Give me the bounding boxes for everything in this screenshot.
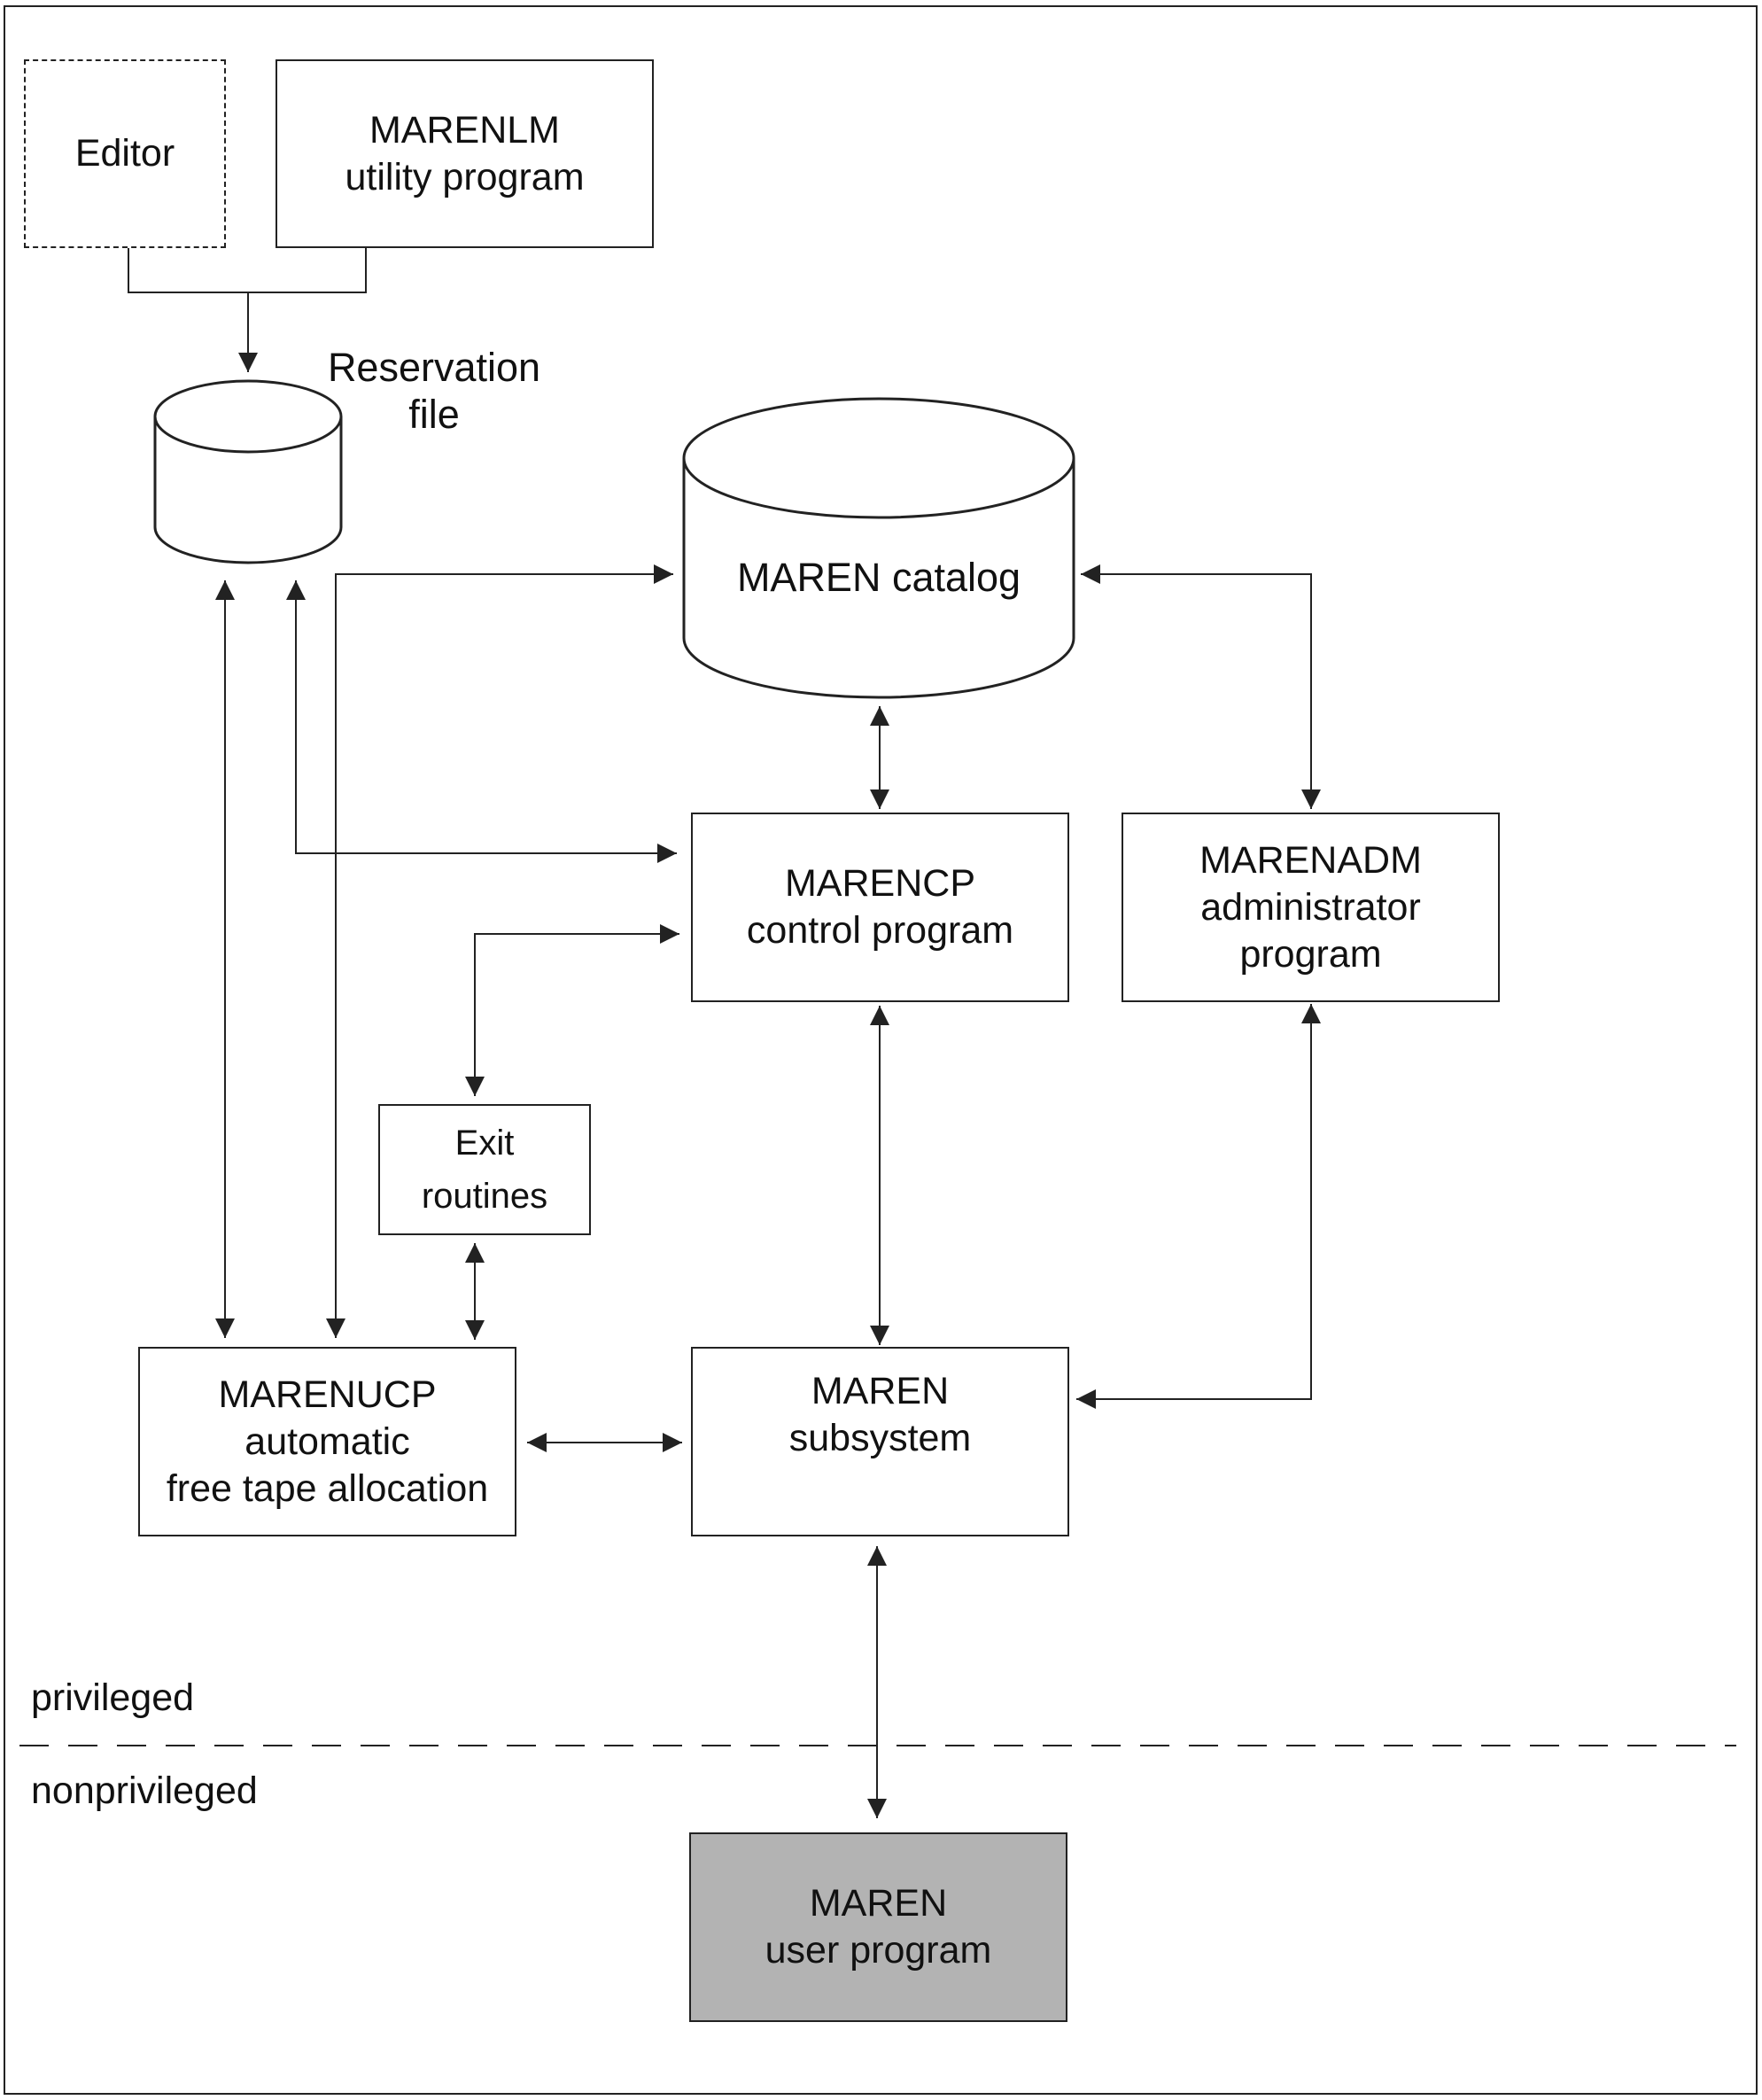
maren-user-program-box: MAREN user program: [689, 1832, 1067, 2022]
maren-user-program-name: MAREN: [809, 1882, 948, 1925]
maren-catalog-cylinder: [682, 397, 1075, 699]
maren-user-program-desc: user program: [765, 1929, 992, 1972]
marencp-name: MARENCP: [784, 862, 976, 905]
diagram-frame: [4, 5, 1758, 2095]
marenlm-name: MARENLM: [369, 108, 561, 152]
exit-routines-line2: routines: [421, 1177, 548, 1216]
reservation-file-label: Reservation file: [319, 344, 549, 438]
nonprivileged-label: nonprivileged: [31, 1769, 258, 1812]
marenadm-desc2: program: [1239, 932, 1382, 976]
editor-box: Editor: [24, 59, 226, 248]
maren-subsystem-name: MAREN: [811, 1370, 950, 1412]
connector-editor-marenlm: [128, 248, 367, 293]
maren-catalog-text: MAREN catalog: [736, 555, 1021, 600]
privileged-label: privileged: [31, 1676, 195, 1719]
reservation-file-cylinder: [153, 379, 343, 564]
marenadm-desc1: administrator: [1200, 885, 1421, 929]
exit-routines-line1: Exit: [454, 1124, 515, 1163]
arrow-marencp-exit: [465, 924, 679, 1096]
arrow-marenadm-subsystem: [1076, 1004, 1321, 1409]
arrow-marenucp-catalog: [326, 564, 673, 1338]
marenucp-desc2: free tape allocation: [166, 1466, 489, 1510]
reservation-file-line1: Reservation: [327, 345, 541, 390]
arrow-catalog-marenadm: [1081, 564, 1321, 809]
marenadm-name: MARENADM: [1199, 838, 1422, 882]
maren-subsystem-desc: subsystem: [788, 1417, 972, 1459]
marenucp-desc1: automatic: [245, 1419, 410, 1463]
marencp-desc: control program: [746, 909, 1014, 952]
exit-routines-box: Exit routines: [378, 1104, 591, 1235]
maren-catalog-label: MAREN catalog: [684, 554, 1074, 601]
marenlm-box: MARENLM utility program: [276, 59, 654, 248]
marencp-box: MARENCP control program: [691, 813, 1069, 1002]
marenlm-desc: utility program: [345, 155, 585, 198]
arrow-reservation-marencp: [286, 580, 677, 863]
editor-label: Editor: [74, 132, 175, 175]
marenadm-box: MARENADM administrator program: [1122, 813, 1500, 1002]
maren-subsystem-box: MAREN subsystem: [691, 1347, 1069, 1536]
marenucp-box: MARENUCP automatic free tape allocation: [138, 1347, 516, 1536]
marenucp-name: MARENUCP: [218, 1373, 437, 1416]
reservation-file-line2: file: [408, 392, 460, 437]
